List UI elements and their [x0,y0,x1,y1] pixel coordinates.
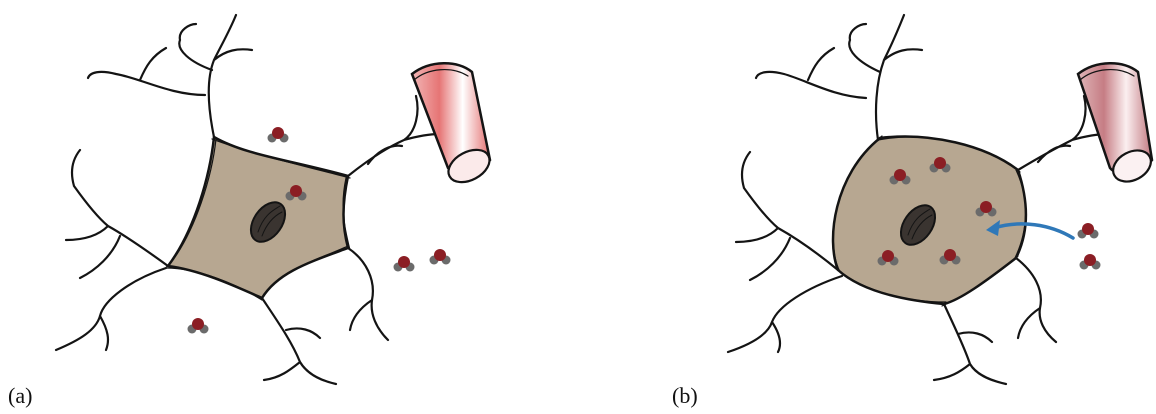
water-molecule-icon [1080,254,1101,270]
water-molecule-icon [430,249,451,265]
panel-b: (b) [672,15,1156,408]
water-molecule-icon [188,318,209,334]
panel-a: (a) [8,15,495,408]
water-molecule-icon [268,127,289,143]
panel-label-b: (b) [672,383,698,408]
water-molecule-icon [1078,223,1099,239]
panel-label-a: (a) [8,383,32,408]
water-molecule-icon [394,256,415,272]
blood-vessel-icon [1078,63,1156,188]
blood-vessel-icon [412,63,495,188]
